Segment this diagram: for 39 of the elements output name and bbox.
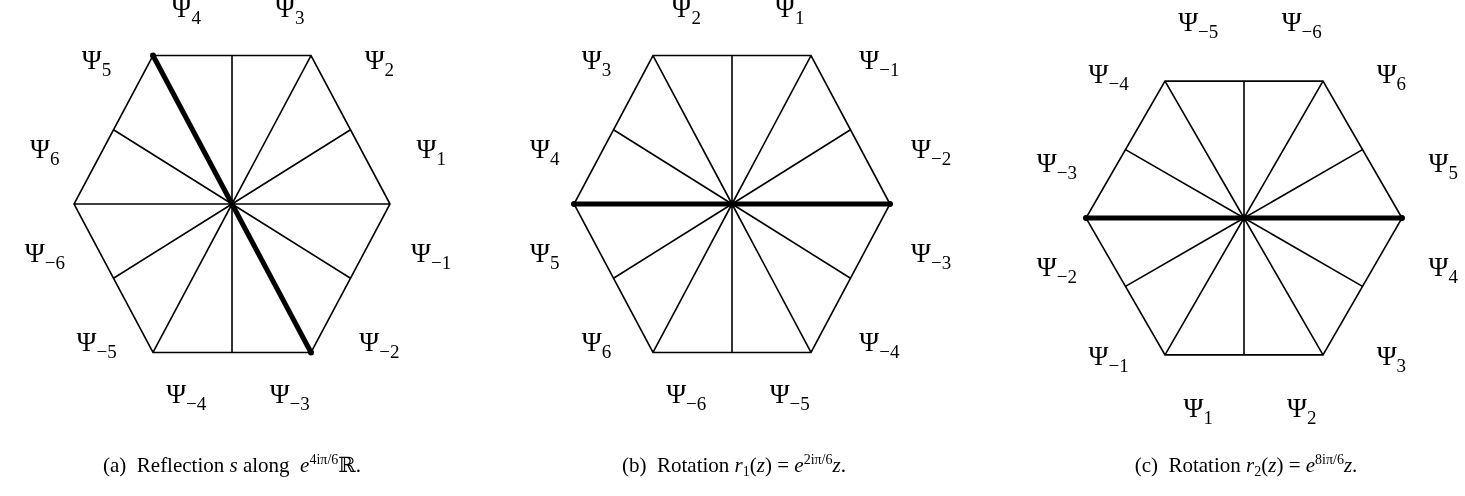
region-label: Ψ$_{4}$ [171, 0, 201, 27]
region-label: Ψ$_{−6}$ [1281, 9, 1322, 41]
subfigure-caption: (c) Rotation r$_{2}$(z) = e$^{8iπ/6}$z. [1134, 453, 1358, 479]
region-label: Ψ$_{1}$ [416, 136, 446, 169]
region-label: Ψ$_{−5}$ [1178, 9, 1219, 41]
region-label: Ψ$_{−4}$ [1088, 60, 1129, 93]
region-label: Ψ$_{2}$ [671, 0, 701, 27]
region-label: Ψ$_{−1}$ [411, 239, 452, 272]
region-label: Ψ$_{−5}$ [769, 381, 810, 413]
region-label: Ψ$_{−2}$ [1036, 253, 1077, 286]
region-label: Ψ$_{−4}$ [859, 329, 900, 362]
region-label: Ψ$_{2}$ [1287, 395, 1317, 427]
region-label: Ψ$_{−6}$ [666, 381, 707, 413]
region-label: Ψ$_{4}$ [1428, 253, 1458, 286]
region-label: Ψ$_{4}$ [530, 136, 560, 169]
region-label: Ψ$_{−5}$ [76, 329, 117, 362]
region-label: Ψ$_{−4}$ [166, 381, 207, 413]
region-label: Ψ$_{−1}$ [859, 46, 900, 79]
region-label: Ψ$_{−2}$ [911, 136, 952, 169]
region-label: Ψ$_{2}$ [364, 46, 395, 79]
region-label: Ψ$_{1}$ [775, 0, 805, 27]
subfigure-caption: (b) Rotation r$_{1}$(z) = e$^{2iπ/6}$z. [622, 453, 846, 479]
region-label: Ψ$_{−3}$ [911, 239, 952, 272]
region-label: Ψ$_{6}$ [1376, 60, 1407, 93]
region-label: Ψ$_{−6}$ [24, 239, 65, 272]
region-label: Ψ$_{5}$ [530, 239, 560, 272]
region-label: Ψ$_{3}$ [1376, 343, 1407, 376]
region-label: Ψ$_{−3}$ [1036, 150, 1077, 183]
region-label: Ψ$_{−1}$ [1088, 343, 1129, 376]
region-label: Ψ$_{5}$ [1428, 150, 1458, 183]
region-label: Ψ$_{1}$ [1183, 395, 1213, 427]
region-label: Ψ$_{3}$ [581, 46, 612, 79]
subfigure-caption: (a) Reflection s along e$^{4iπ/6}$ℝ. [103, 453, 361, 476]
region-label: Ψ$_{−2}$ [359, 329, 400, 362]
region-label: Ψ$_{−3}$ [269, 381, 310, 413]
region-label: Ψ$_{5}$ [81, 46, 112, 79]
region-label: Ψ$_{6}$ [581, 329, 612, 362]
region-label: Ψ$_{3}$ [275, 0, 305, 27]
region-label: Ψ$_{6}$ [30, 136, 60, 169]
